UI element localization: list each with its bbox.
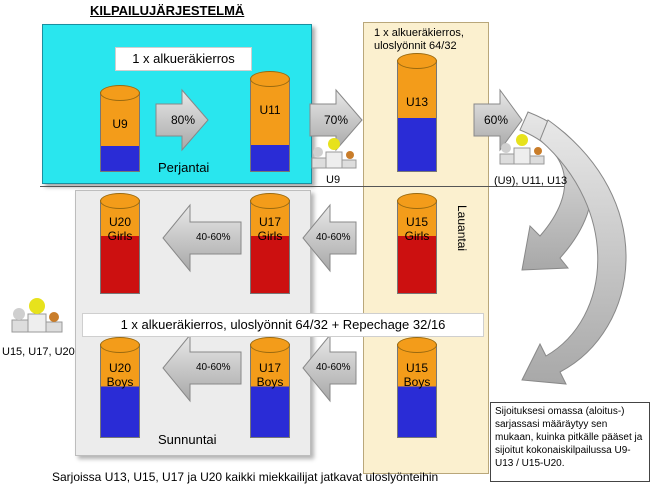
saturday-round-label-line2: uloslyönnit 64/32 (374, 40, 457, 52)
footer-text: Sarjoissa U13, U15, U17 ja U20 kaikki mi… (52, 470, 439, 484)
pct-u17g-u20g: 40-60% (196, 232, 231, 243)
cylinder-u9: U9 (100, 85, 140, 172)
cylinder-u11-label: U11 (259, 103, 281, 117)
pct-u15g-u17g: 40-60% (316, 232, 351, 243)
cylinder-top (100, 193, 140, 209)
saturday-day-label: Lauantai (455, 205, 469, 252)
podium-icon (311, 138, 357, 169)
sunday-day-label: Sunnuntai (158, 432, 217, 447)
cylinder-u17-boys: U17 Boys (250, 337, 290, 438)
day-divider (40, 186, 585, 187)
podium-icon (11, 298, 63, 333)
cylinder-top (250, 337, 290, 353)
cylinder-top (100, 337, 140, 353)
podium-1-label: U9 (326, 174, 341, 186)
cylinder-top (397, 193, 437, 209)
cylinder-top (250, 193, 290, 209)
cylinder-top (100, 85, 140, 101)
arrow-u15g-u17g (302, 203, 357, 273)
cylinder-u20-boys-label: U20 Boys (106, 361, 134, 389)
podium-icon (499, 134, 545, 165)
cylinder-top (250, 71, 290, 87)
cylinder-u17-boys-label: U17 Boys (256, 361, 284, 389)
pct-u17b-u20b: 40-60% (196, 362, 231, 373)
podium-3-label: U15, U17, U20 (2, 346, 75, 358)
pct-u9-u11: 80% (171, 113, 196, 127)
pct-u11-u13: 70% (324, 113, 349, 127)
cylinder-u11: U11 (250, 71, 290, 172)
page-title: KILPAILUJÄRJESTELMÄ (90, 3, 245, 18)
arrow-u15b-u17b (302, 333, 357, 403)
podium-2-label: (U9), U11, U13 (494, 175, 568, 187)
cylinder-u15-girls: U15 Girls (397, 193, 437, 294)
pct-u13-out: 60% (484, 113, 509, 127)
arrow-u17b-u20b (162, 333, 242, 403)
cylinder-u15-boys-label: U15 Boys (403, 361, 431, 389)
cylinder-u13: U13 (397, 53, 437, 172)
friday-round-label: 1 x alkueräkierros (115, 47, 252, 71)
cylinder-top (397, 53, 437, 69)
cylinder-u20-girls-label: U20 Girls (107, 215, 133, 243)
arrow-u9-u11 (155, 88, 209, 152)
arrow-u11-u13 (309, 88, 363, 152)
cylinder-u15-boys: U15 Boys (397, 337, 437, 438)
cylinder-u20-boys: U20 Boys (100, 337, 140, 438)
arrow-u13-out (473, 88, 523, 152)
cylinder-u13-label: U13 (405, 95, 428, 109)
saturday-round-label-line1: 1 x alkueräkierros, (374, 27, 464, 39)
pct-u15b-u17b: 40-60% (316, 362, 351, 373)
cylinder-u15-girls-label: U15 Girls (404, 215, 430, 243)
cylinder-u17-girls-label: U17 Girls (257, 215, 283, 243)
arrow-u17g-u20g (162, 203, 242, 273)
sunday-round-label: 1 x alkueräkierros, uloslyönnit 64/32 + … (82, 313, 484, 337)
cylinder-u20-girls: U20 Girls (100, 193, 140, 294)
cylinder-top (397, 337, 437, 353)
cylinder-u17-girls: U17 Girls (250, 193, 290, 294)
info-note: Sijoituksesi omassa (aloitus-) sarjassas… (490, 402, 650, 482)
saturday-round-label: 1 x alkueräkierros, uloslyönnit 64/32 (374, 27, 464, 53)
curved-arrow-lower (521, 119, 627, 385)
friday-day-label: Perjantai (158, 160, 210, 175)
cylinder-u9-label: U9 (112, 117, 128, 131)
